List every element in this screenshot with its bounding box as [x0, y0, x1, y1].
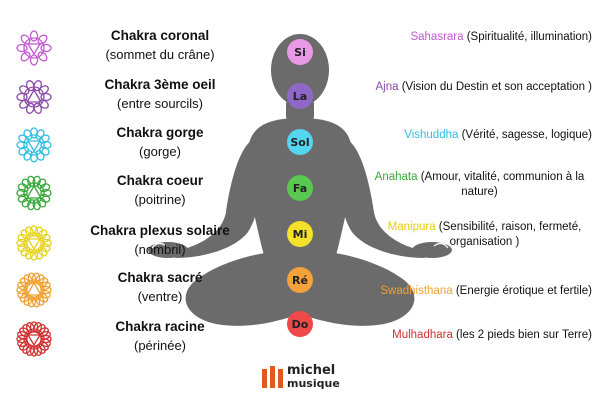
chakra-note-dot: Sol — [287, 129, 313, 155]
chakra-title: Chakra racine — [60, 317, 260, 336]
chakra-location: (nombril) — [134, 242, 186, 257]
sanskrit-name: Ajna — [375, 81, 399, 93]
chakra-note-dot: La — [287, 83, 313, 109]
chakra-location: (ventre) — [137, 289, 183, 304]
chakra-description-line: Sahasrara (Spiritualité, illumination) — [410, 30, 592, 45]
chakra-title-text: Chakra 3ème oeil — [104, 77, 216, 92]
logo-line2: musique — [287, 377, 340, 390]
solfege-syllable: Fa — [292, 181, 308, 195]
chakra-symbol-icon — [16, 80, 52, 114]
sanskrit-name: Vishuddha — [404, 129, 459, 141]
chakra-title-text: Chakra plexus solaire — [90, 223, 230, 238]
chakra-qualities-cont: nature) — [461, 186, 498, 198]
chakra-title-text: Chakra coronal — [110, 28, 210, 43]
solfege-syllable: Si — [294, 45, 306, 59]
chakra-description: Manipura (Sensibilité, raison, fermeté,o… — [377, 220, 592, 250]
chakra-description: Anahata (Amour, vitalité, communion à la… — [367, 170, 592, 200]
logo-line1: michel — [287, 363, 336, 378]
chakra-qualities: (Spiritualité, illumination) — [463, 31, 592, 43]
chakra-description: Ajna (Vision du Destin et son acceptatio… — [375, 80, 592, 95]
chakra-qualities: (Energie érotique et fertile) — [452, 285, 592, 297]
chakra-title: Chakra 3ème oeil — [60, 75, 260, 94]
chakra-qualities-cont: organisation ) — [449, 236, 520, 248]
chakra-label: Chakra coeur (poitrine) — [60, 171, 260, 209]
chakra-location: (poitrine) — [134, 192, 186, 207]
chakra-qualities: (Sensibilité, raison, fermeté, — [435, 221, 582, 233]
chakra-description-line: Manipura (Sensibilité, raison, fermeté, — [377, 220, 592, 235]
chakra-symbol-icon — [16, 225, 52, 261]
chakra-label: Chakra 3ème oeil (entre sourcils) — [60, 75, 260, 113]
chakra-title: Chakra coronal — [60, 26, 260, 45]
chakra-description-line: Swadhisthana (Energie érotique et fertil… — [380, 284, 592, 299]
solfege-syllable: La — [292, 89, 308, 103]
chakra-label: Chakra coronal (sommet du crâne) — [60, 26, 260, 64]
sanskrit-name: Swadhisthana — [380, 285, 453, 297]
michel-musique-logo-icon — [262, 366, 283, 388]
solfege-syllable: Mi — [292, 227, 308, 241]
chakra-note-dot: Ré — [287, 267, 313, 293]
chakra-label: Chakra sacré (ventre) — [60, 268, 260, 306]
chakra-description-line: Anahata (Amour, vitalité, communion à la — [367, 170, 592, 185]
chakra-note-dot: Fa — [287, 175, 313, 201]
chakra-location: (sommet du crâne) — [105, 47, 215, 62]
chakra-title-text: Chakra racine — [115, 319, 205, 334]
chakra-qualities: (Vision du Destin et son acceptation ) — [398, 81, 592, 93]
chakra-title: Chakra gorge — [60, 123, 260, 142]
chakra-description-line: Ajna (Vision du Destin et son acceptatio… — [375, 80, 592, 95]
chakra-title-text: Chakra gorge — [116, 125, 204, 140]
chakra-symbol-icon — [16, 175, 52, 211]
chakra-title: Chakra plexus solaire — [60, 221, 260, 240]
chakra-note-dot: Si — [287, 39, 313, 65]
chakra-description: Vishuddha (Vérité, sagesse, logique) — [404, 128, 592, 143]
chakra-symbol-icon — [16, 30, 52, 66]
chakra-description: Sahasrara (Spiritualité, illumination) — [410, 30, 592, 45]
chakra-location: (périnée) — [133, 338, 187, 353]
chakra-description-line: Mulhadhara (les 2 pieds bien sur Terre) — [392, 328, 592, 343]
chakra-note-dot: Mi — [287, 221, 313, 247]
solfege-syllable: Ré — [292, 273, 308, 287]
chakra-symbol-icon — [16, 127, 52, 163]
solfege-syllable: Do — [291, 317, 309, 331]
chakra-qualities: (Amour, vitalité, communion à la — [417, 171, 585, 183]
chakra-title-text: Chakra coeur — [116, 173, 204, 188]
chakra-qualities: (les 2 pieds bien sur Terre) — [452, 329, 592, 341]
chakra-description: Mulhadhara (les 2 pieds bien sur Terre) — [392, 328, 592, 343]
chakra-symbol-icon — [16, 272, 52, 308]
chakra-title: Chakra sacré — [60, 268, 260, 287]
chakra-title-text: Chakra sacré — [117, 270, 203, 285]
sanskrit-name: Mulhadhara — [392, 329, 453, 341]
chakra-location: (gorge) — [139, 144, 181, 159]
chakra-label: Chakra gorge (gorge) — [60, 123, 260, 161]
chakra-label: Chakra racine (périnée) — [60, 317, 260, 355]
chakra-symbol-icon — [16, 321, 52, 357]
chakra-label: Chakra plexus solaire (nombril) — [60, 221, 260, 259]
chakra-qualities: (Vérité, sagesse, logique) — [458, 129, 592, 141]
sanskrit-name: Manipura — [387, 221, 436, 233]
sanskrit-name: Anahata — [374, 171, 418, 183]
sanskrit-name: Sahasrara — [410, 31, 464, 43]
chakra-description-line: Vishuddha (Vérité, sagesse, logique) — [404, 128, 592, 143]
logo-text: michel musique — [287, 364, 340, 390]
solfege-syllable: Sol — [290, 135, 310, 149]
chakra-title: Chakra coeur — [60, 171, 260, 190]
chakra-note-dot: Do — [287, 311, 313, 337]
chakra-location: (entre sourcils) — [117, 96, 203, 111]
chakra-description: Swadhisthana (Energie érotique et fertil… — [380, 284, 592, 299]
